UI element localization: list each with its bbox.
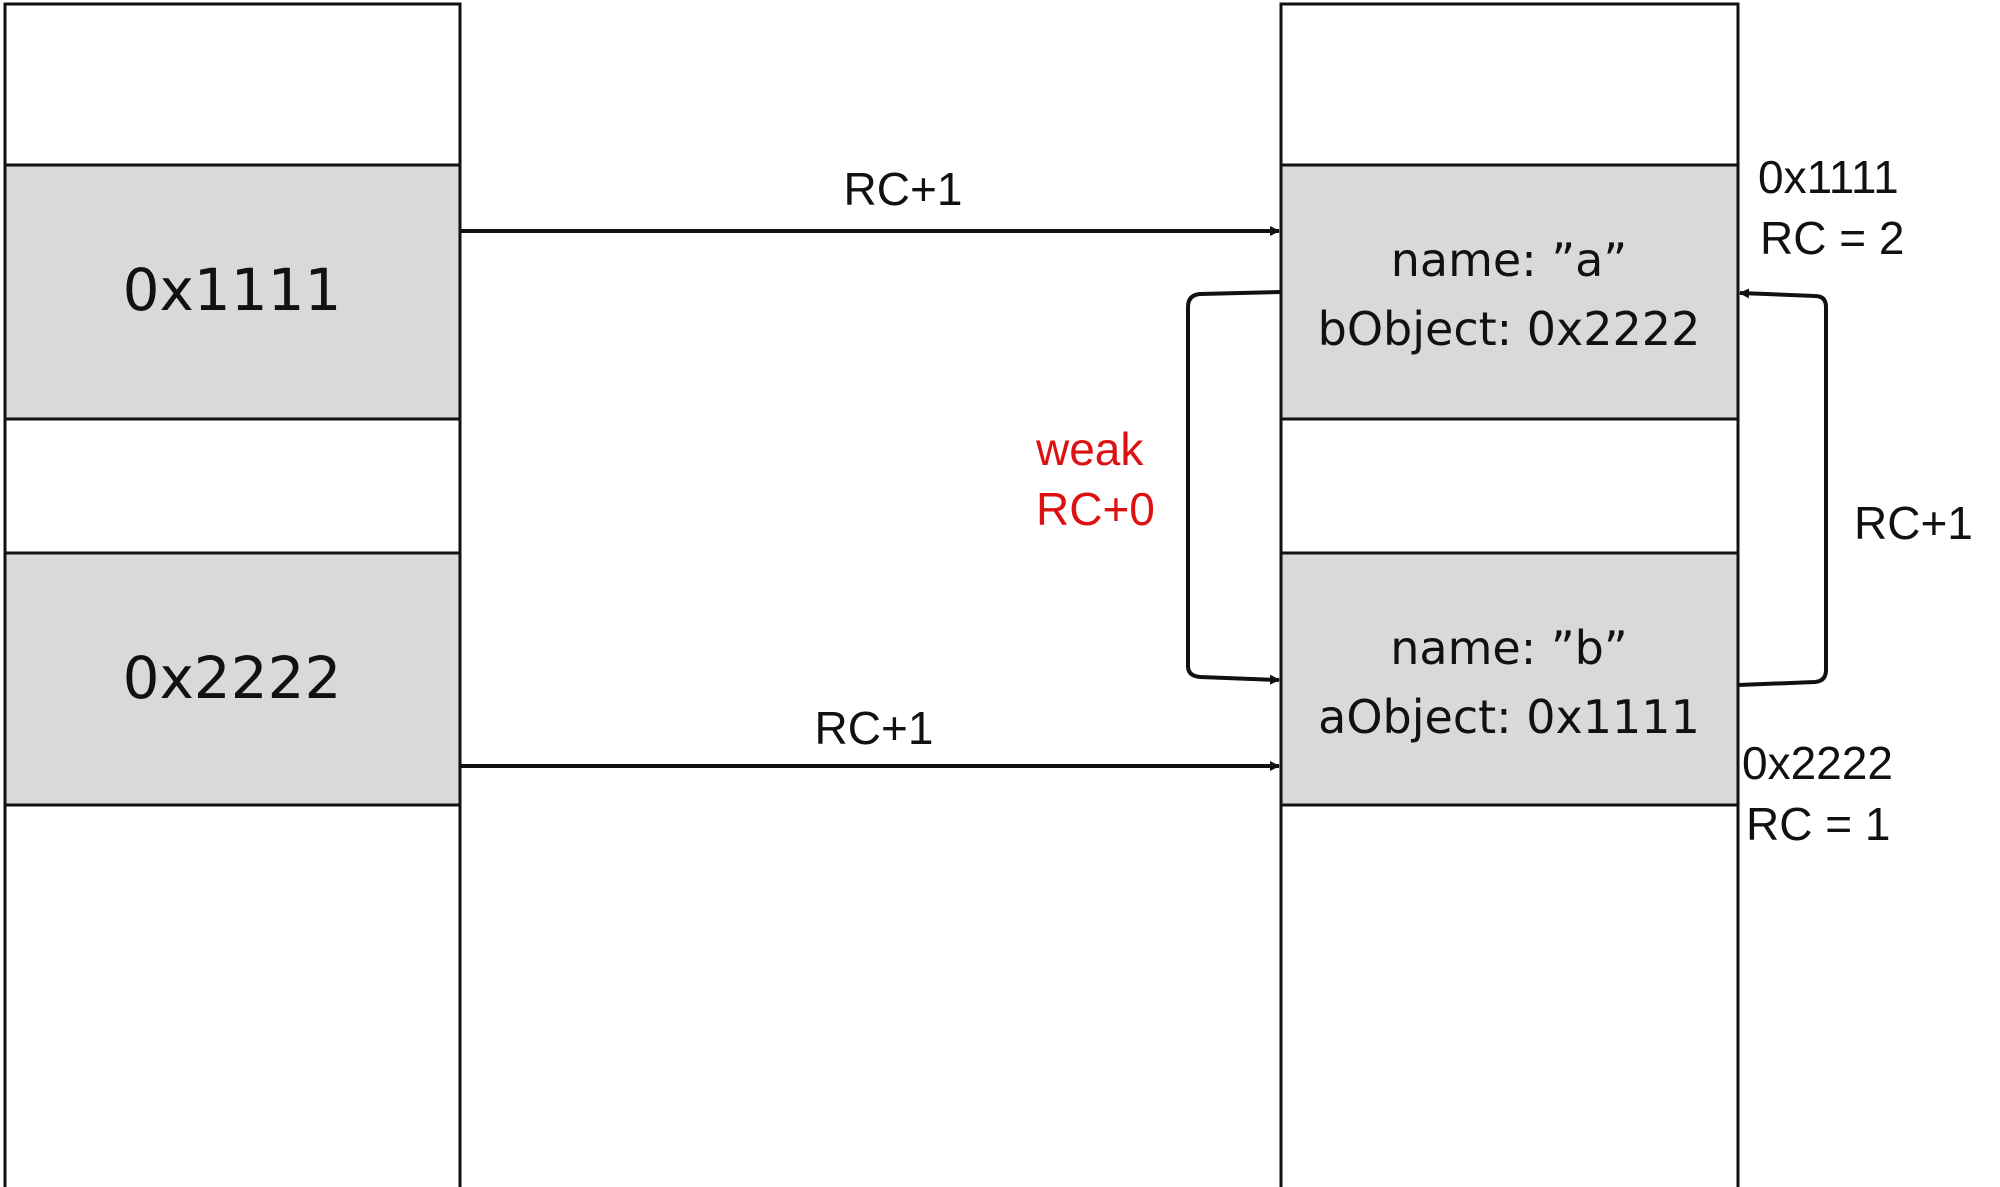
heap-object-b-name: name: ”b” — [1390, 621, 1627, 675]
stack-cell-b-value: 0x2222 — [123, 644, 342, 712]
heap-object-b — [1279, 551, 1740, 807]
arrow-stack-a-to-heap-a: RC+1 — [460, 163, 1280, 236]
heap-object-b-field: aObject: 0x1111 — [1318, 690, 1700, 744]
stack-cell-b — [3, 551, 462, 807]
object-a-address: 0x1111 — [1758, 151, 1899, 203]
arrow-strong-b-to-a: RC+1 — [1737, 288, 1973, 687]
heap-object-a — [1279, 163, 1740, 421]
weak-reference-path — [1186, 290, 1282, 685]
arrow-weak-a-to-b: weak RC+0 — [1035, 290, 1282, 685]
weak-rc-label: RC+0 — [1036, 483, 1155, 535]
heap-column: name: ”a” bObject: 0x2222 name: ”b” aObj… — [1279, 2, 1740, 1187]
strong-rc-label: RC+1 — [1854, 497, 1973, 549]
strong-reference-path — [1737, 288, 1828, 687]
arrow-label-stack-a: RC+1 — [844, 163, 963, 215]
stack-cell-a-value: 0x1111 — [123, 256, 342, 324]
stack-cell-a — [3, 163, 462, 421]
object-b-rc: RC = 1 — [1746, 798, 1890, 850]
heap-object-a-name: name: ”a” — [1391, 233, 1627, 287]
object-b-address: 0x2222 — [1742, 737, 1893, 789]
weak-label: weak — [1035, 423, 1144, 475]
stack-column: 0x1111 0x2222 — [3, 2, 462, 1187]
object-a-rc: RC = 2 — [1760, 212, 1904, 264]
arrow-label-stack-b: RC+1 — [815, 702, 934, 754]
heap-annotations: 0x1111 RC = 2 0x2222 RC = 1 — [1742, 151, 1904, 850]
arrow-stack-b-to-heap-b: RC+1 — [460, 702, 1280, 771]
heap-object-a-field: bObject: 0x2222 — [1318, 302, 1701, 356]
